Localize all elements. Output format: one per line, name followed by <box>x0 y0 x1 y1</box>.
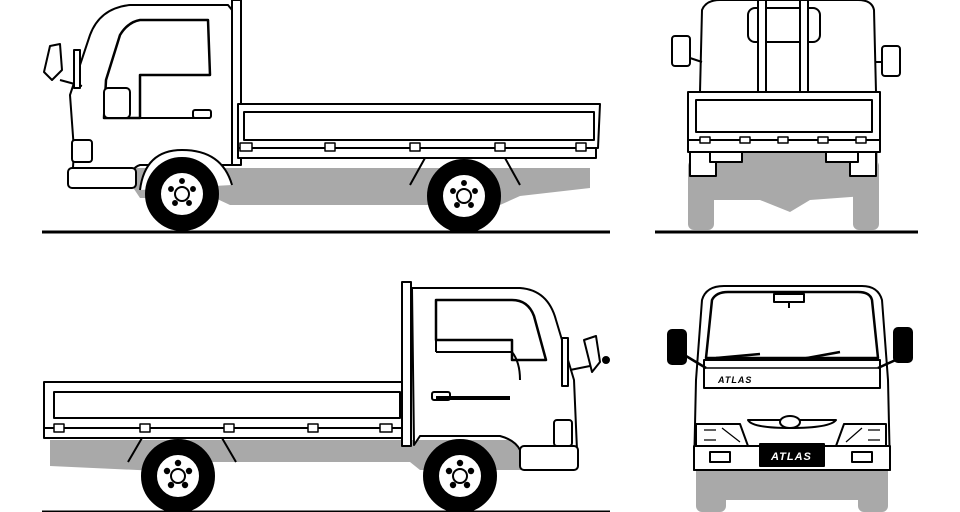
front-wheel-left <box>696 462 726 512</box>
mirror-left <box>671 35 691 67</box>
front-wheel <box>145 157 219 231</box>
mirror-right <box>881 45 901 77</box>
cab-back <box>699 0 877 93</box>
rear-wheel <box>427 159 501 233</box>
rear-fender <box>409 157 521 186</box>
hood-badge: ATLAS <box>717 375 752 385</box>
cab-pillar <box>231 0 242 166</box>
headlamp-left <box>695 423 749 447</box>
front-view: ATLAS ATLAS <box>667 285 913 512</box>
windshield <box>704 290 880 360</box>
rear-fender <box>127 437 237 463</box>
license-plate <box>759 443 825 467</box>
cargo-bed <box>237 103 601 149</box>
rear-view <box>655 0 918 234</box>
wipers <box>715 350 841 362</box>
front-wheel-right <box>858 462 888 512</box>
quarter-window <box>103 87 131 119</box>
fog-lamp-right <box>851 451 873 463</box>
front-bumper <box>67 167 137 189</box>
side-view-left <box>42 0 610 234</box>
cab-pillar <box>401 281 412 447</box>
front-wheel <box>423 439 497 512</box>
grille-badge: ATLAS <box>770 451 812 463</box>
side-view-right <box>42 281 610 512</box>
side-mirror <box>43 43 63 81</box>
door-handle <box>192 109 212 119</box>
headlamp-right <box>835 423 887 447</box>
undercarriage-shadow <box>690 150 878 212</box>
side-mirror <box>583 335 601 373</box>
interior-mirror <box>773 293 805 303</box>
cowl-panel <box>703 359 881 389</box>
front-bumper <box>519 445 579 471</box>
tail-lamp-left <box>689 151 717 177</box>
bed-hinges <box>53 423 393 433</box>
rear-wheel <box>141 439 215 512</box>
fog-lamp-left <box>709 451 731 463</box>
mirror-right <box>893 327 913 363</box>
rear-wheel-left <box>688 160 714 230</box>
brand-emblem <box>779 415 801 429</box>
cargo-bed <box>43 381 407 429</box>
bed-hinges <box>239 142 587 152</box>
rear-wheel-right <box>853 160 879 230</box>
mirror-left <box>667 329 687 365</box>
